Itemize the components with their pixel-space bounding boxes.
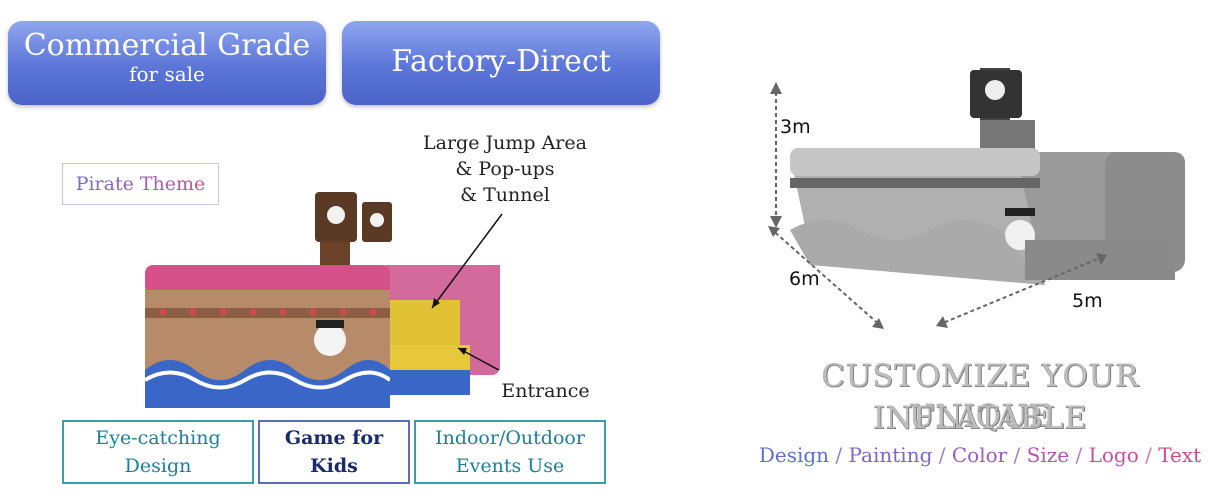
dimension-arrows: [768, 82, 1107, 329]
width-dimension-label: 5m: [1072, 290, 1103, 312]
feature-1-line2: Design: [124, 455, 192, 477]
feature-game-for-kids: Game for Kids: [258, 420, 410, 484]
commercial-grade-banner: Commercial Grade for sale: [8, 21, 326, 105]
feature-2-line2: Kids: [310, 455, 358, 477]
option-logo: Logo: [1088, 443, 1139, 467]
pirate-theme-label: Pirate Theme: [62, 163, 219, 205]
factory-direct-title: Factory-Direct: [391, 44, 611, 79]
option-separator: /: [829, 443, 849, 467]
for-sale-subtitle: for sale: [129, 62, 205, 86]
jump-area-line3: & Tunnel: [460, 184, 550, 206]
feature-2-line1: Game for: [284, 427, 384, 449]
depth-dimension-label: 6m: [789, 268, 820, 290]
jump-area-line2: & Pop-ups: [455, 158, 555, 180]
commercial-grade-title: Commercial Grade: [23, 28, 311, 63]
feature-indoor-outdoor: Indoor/Outdoor Events Use: [414, 420, 606, 484]
skull-icon: [314, 324, 346, 356]
option-separator: /: [932, 443, 952, 467]
option-separator: /: [1069, 443, 1089, 467]
pirate-theme-text: Pirate Theme: [75, 173, 206, 195]
jump-area-callout: Large Jump Area & Pop-ups & Tunnel: [420, 130, 590, 208]
callout-arrows: [431, 213, 503, 370]
feature-3-line2: Events Use: [455, 455, 565, 477]
customize-heading-line2: INFLATABLE: [872, 400, 1088, 436]
customize-heading-line1: CUSTOMIZE YOUR UNIQUE: [821, 358, 1139, 434]
pirate-ship-inflatable-photo: [143, 192, 500, 408]
option-color: Color: [951, 443, 1008, 467]
factory-direct-banner: Factory-Direct: [342, 21, 660, 105]
feature-3-line1: Indoor/Outdoor: [435, 427, 585, 449]
feature-1-line1: Eye-catching: [95, 427, 221, 449]
option-text: Text: [1158, 443, 1202, 467]
option-design: Design: [758, 443, 830, 467]
option-painting: Painting: [848, 443, 933, 467]
option-size: Size: [1026, 443, 1070, 467]
height-dimension-label: 3m: [780, 116, 811, 138]
jump-area-line1: Large Jump Area: [423, 132, 587, 154]
option-separator: /: [1138, 443, 1159, 467]
option-separator: /: [1007, 443, 1027, 467]
customization-options: Design / Painting / Color / Size / Logo …: [750, 443, 1209, 467]
feature-eye-catching: Eye-catching Design: [62, 420, 254, 484]
entrance-callout: Entrance: [501, 380, 590, 402]
